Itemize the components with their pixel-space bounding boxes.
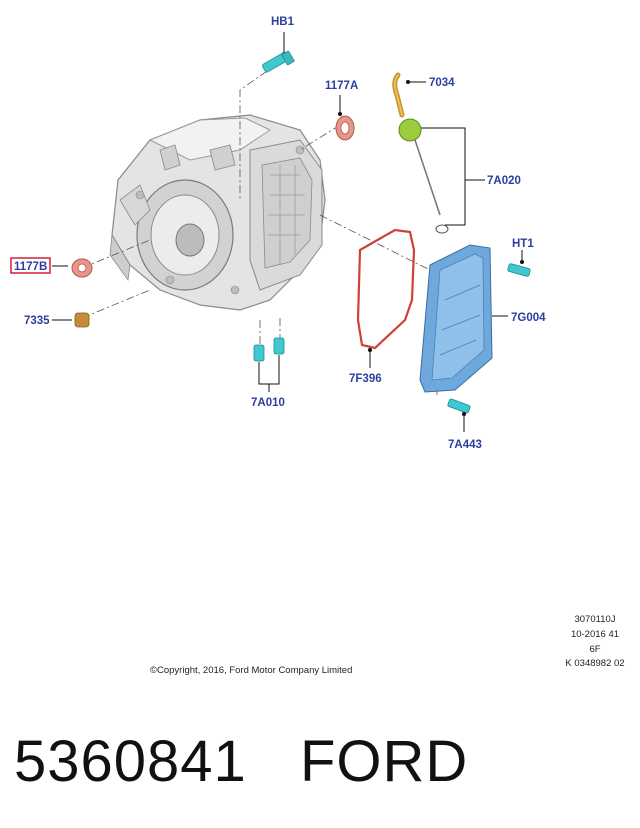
ht1-fitting[interactable] — [507, 250, 531, 277]
plug-7335[interactable] — [52, 312, 90, 328]
gasket-7f396[interactable] — [356, 228, 416, 368]
callout-7a010: 7A010 — [251, 397, 285, 409]
part-number: 5360841 — [14, 729, 247, 794]
seal-1177b[interactable] — [52, 258, 93, 278]
exploded-parts-diagram: HB1 1177A 7034 7A020 HT1 7G004 — [10, 16, 546, 451]
copyright-notice: ©Copyright, 2016, Ford Motor Company Lim… — [150, 665, 353, 676]
callout-ht1: HT1 — [512, 238, 534, 250]
bolts-7a010[interactable] — [253, 337, 285, 392]
callout-hb1: HB1 — [271, 16, 295, 28]
bolt-7a443[interactable] — [447, 398, 471, 432]
ref-line-1: 3070110J — [574, 614, 616, 625]
ref-line-4: K 0348982 02 — [565, 658, 625, 669]
ref-line-3: 6F — [589, 644, 601, 655]
callout-1177b: 1177B — [14, 261, 47, 273]
dipstick-tube-7034[interactable] — [392, 72, 426, 118]
oil-pan-7g004[interactable] — [419, 244, 508, 393]
hb1-bolt[interactable] — [262, 32, 295, 73]
callout-7034: 7034 — [429, 77, 455, 89]
callout-7335: 7335 — [24, 315, 50, 327]
brand-name: FORD — [300, 729, 469, 794]
callout-7f396: 7F396 — [349, 373, 382, 385]
callout-7a443: 7A443 — [448, 439, 482, 451]
highlight-box — [10, 257, 51, 274]
transmission-housing — [109, 114, 326, 311]
dipstick-7a020[interactable] — [398, 118, 485, 234]
callout-7a020: 7A020 — [487, 175, 521, 187]
seal-1177a[interactable] — [335, 95, 355, 141]
ref-line-2: 10-2016 41 — [570, 629, 620, 640]
callout-1177a: 1177A — [325, 80, 358, 92]
callout-7g004: 7G004 — [511, 312, 546, 324]
